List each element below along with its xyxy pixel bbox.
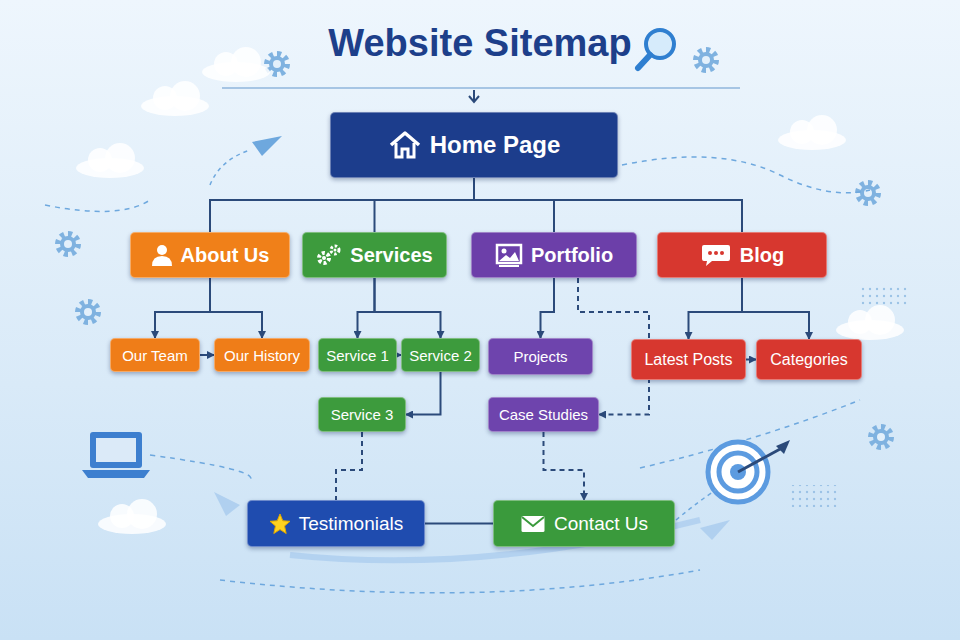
connector [689,278,743,339]
section-box: Blog [657,232,827,278]
home-box: Home Page [330,112,618,178]
connector [210,278,262,338]
node-label: About Us [181,244,270,267]
title-text: Website Sitemap [328,22,631,64]
gear-icon [78,302,98,322]
connector [425,523,493,525]
node-label: Services [350,244,432,267]
swoosh-arrow [214,492,240,516]
person-icon [151,244,173,266]
title-rule [222,87,740,89]
section-box: About Us [130,232,290,278]
node-label: Blog [740,244,784,267]
node-label: Latest Posts [644,351,732,369]
swoosh [220,570,700,593]
page-box: Service 3 [318,397,406,432]
section-box: Portfolio [471,232,637,278]
connector [200,354,214,356]
cloud [778,115,846,150]
connector [474,178,554,232]
node-label: Categories [770,351,847,369]
section-box: Services [302,232,447,278]
gear-icon [316,243,342,267]
page-box: Our Team [110,338,200,372]
connector [406,372,441,415]
chat-icon [700,242,732,268]
connector [541,278,555,338]
swoosh [45,200,150,211]
page-box: Latest Posts [631,339,746,380]
dot-grid [790,485,840,507]
page-box: Service 2 [401,338,480,372]
node-label: Service 1 [326,347,389,364]
gear-icon [696,50,716,70]
connector [358,278,375,338]
gear-icon [871,427,891,447]
gear-icon [58,234,78,254]
magnifier-icon [638,30,674,68]
node-label: Portfolio [531,244,613,267]
feature-box: Testimonials [247,500,425,547]
connector [544,432,585,500]
swoosh [622,157,870,193]
title-arrow [469,90,479,102]
laptop-icon [82,432,150,478]
dot-grid [860,285,910,307]
gear-icon [267,54,287,74]
cloud [76,143,144,178]
picture-icon [495,243,523,267]
connector [742,278,809,339]
swoosh [150,455,251,480]
page-box: Our History [214,338,310,372]
swoosh-arrow [700,520,730,540]
node-label: Our Team [122,347,188,364]
page-box: Service 1 [318,338,397,372]
cloud [202,47,270,82]
connector [474,178,742,232]
node-label: Service 2 [409,347,472,364]
cloud [141,81,209,116]
node-label: Service 3 [331,406,394,423]
connector [375,178,475,232]
connector [210,178,474,232]
cloud [836,305,904,340]
page-box: Case Studies [488,397,599,432]
paper-plane [210,136,282,185]
node-label: Our History [224,347,300,364]
page-box: Categories [756,339,862,380]
node-label: Testimonials [299,513,404,535]
page-box: Projects [488,338,593,375]
node-label: Home Page [430,131,561,159]
cloud [98,499,166,534]
node-label: Projects [513,348,567,365]
connector [336,432,362,500]
gear-icon [858,183,878,203]
title: Website Sitemap [0,22,960,65]
node-label: Contact Us [554,513,648,535]
house-icon [388,130,422,160]
star-icon [269,513,291,535]
connector [155,278,210,338]
node-label: Case Studies [499,406,588,423]
feature-box: Contact Us [493,500,675,547]
connector [375,278,441,338]
mail-icon [520,514,546,534]
target-icon [676,440,790,520]
connector [746,359,756,361]
